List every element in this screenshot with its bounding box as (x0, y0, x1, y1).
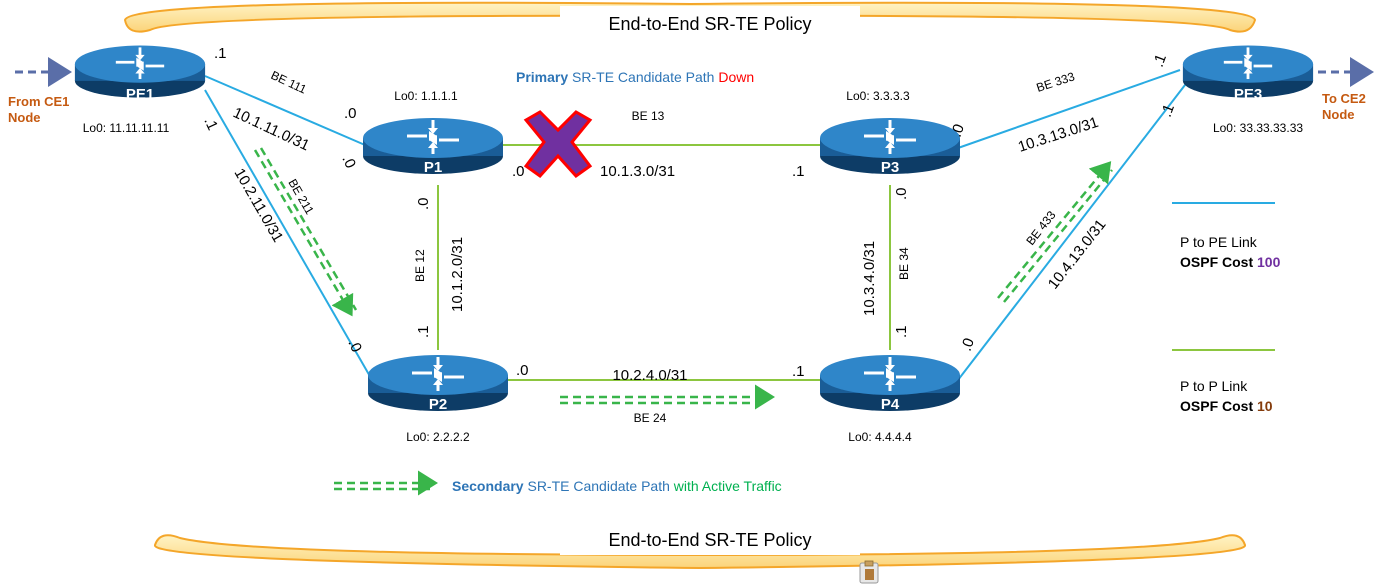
policy-label-bottom: End-to-End SR-TE Policy (608, 530, 811, 550)
legend-p-to-pe-cost-label: OSPF Cost (1180, 254, 1253, 270)
from-ce1-label-2: Node (8, 110, 41, 125)
net-p1-p2: 10.1.2.0/31 (449, 237, 466, 312)
be-34-label: BE 34 (897, 247, 911, 280)
suffix-pe1-top: .1 (214, 45, 227, 62)
loopback-p1: Lo0: 1.1.1.1 (394, 89, 458, 103)
suffix-p1-pe1: .0 (344, 105, 357, 122)
router-pe3-name: PE3 (1234, 86, 1262, 103)
suffix-p4-p3: .1 (893, 325, 910, 338)
legend-p-to-pe-cost: OSPF Cost 100 (1180, 254, 1281, 270)
net-p2-p4: 10.2.4.0/31 (612, 367, 687, 384)
suffix-p4-p2: .1 (792, 363, 805, 380)
to-ce2-label-2: Node (1322, 107, 1355, 122)
router-pe1-name: PE1 (126, 86, 154, 103)
policy-label-top-bg (560, 6, 860, 36)
suffix-p3-p4: .0 (893, 187, 910, 200)
suffix-p2-pe1: .0 (344, 337, 365, 356)
to-ce2-label-1: To CE2 (1322, 91, 1366, 106)
router-p2-name: P2 (429, 396, 447, 413)
be-111-label: BE 111 (269, 68, 309, 97)
net-pe1-p1: 10.1.11.0/31 (230, 104, 312, 154)
suffix-p2-p1: .1 (415, 325, 432, 338)
be-24-label: BE 24 (634, 411, 667, 425)
suffix-pe3-bottom: .1 (1158, 102, 1178, 120)
policy-arc-top (123, 1, 1257, 33)
policy-label-top: End-to-End SR-TE Policy (608, 14, 811, 34)
net-p1-p3: 10.1.3.0/31 (600, 163, 675, 180)
legend-p-to-pe: P to PE Link (1180, 234, 1258, 250)
suffix-p2-p4: .0 (516, 362, 529, 379)
router-p4-name: P4 (881, 396, 900, 413)
secondary-path-seg3 (997, 161, 1112, 299)
legend-p-to-p: P to P Link (1180, 378, 1248, 394)
link-pe1-p1[interactable] (204, 75, 366, 146)
secondary-path-seg3b (1003, 169, 1113, 303)
link-p3-pe3[interactable] (957, 69, 1181, 149)
primary-down: Down (718, 69, 754, 85)
secondary-desc: SR-TE Candidate Path (527, 478, 669, 494)
suffix-p1-pe1-b: .0 (338, 153, 359, 172)
from-ce1-label-1: From CE1 (8, 94, 69, 109)
primary-path-title: Primary SR-TE Candidate Path Down (516, 69, 754, 85)
loopback-p2: Lo0: 2.2.2.2 (406, 430, 470, 444)
secondary-active: with Active Traffic (673, 478, 782, 494)
loopback-pe3: Lo0: 33.33.33.33 (1213, 121, 1303, 135)
link-pe1-p2[interactable] (204, 89, 376, 386)
suffix-pe1-bottom: .1 (200, 115, 221, 134)
link-down-x-icon (523, 110, 593, 178)
net-p3-p4: 10.3.4.0/31 (861, 241, 878, 316)
secondary-word: Secondary (452, 478, 524, 494)
be-12-label: BE 12 (413, 249, 427, 282)
be-433-label: BE 433 (1023, 208, 1058, 248)
suffix-p1-p2: .0 (415, 197, 432, 210)
suffix-p3-p1: .1 (792, 163, 805, 180)
link-p4-pe3[interactable] (957, 84, 1186, 381)
net-pe1-p2: 10.2.11.0/31 (231, 166, 287, 246)
secondary-path-seg1 (253, 149, 354, 317)
suffix-p3-pe3: .0 (948, 122, 968, 140)
net-p3-pe3: 10.3.13.0/31 (1016, 114, 1101, 156)
legend-p-to-p-cost: OSPF Cost 10 (1180, 398, 1273, 414)
suffix-pe3-top: .1 (1150, 52, 1170, 70)
policy-label-bottom-bg (560, 525, 860, 555)
router-p3-name: P3 (881, 159, 899, 176)
be-13-label: BE 13 (632, 109, 665, 123)
primary-word: Primary (516, 69, 568, 85)
primary-desc: SR-TE Candidate Path (572, 69, 714, 85)
policy-arc-bottom (153, 534, 1247, 570)
router-p1-name: P1 (424, 159, 442, 176)
suffix-p4-pe3: .0 (958, 336, 978, 354)
secondary-path-seg1b (259, 147, 358, 311)
loopback-pe1: Lo0: 11.11.11.11 (83, 121, 170, 135)
secondary-path-legend: Secondary SR-TE Candidate Path with Acti… (452, 478, 782, 494)
legend-p-to-p-cost-value: 10 (1257, 398, 1273, 414)
loopback-p4: Lo0: 4.4.4.4 (848, 430, 912, 444)
be-333-label: BE 333 (1035, 69, 1077, 95)
legend-p-to-pe-cost-value: 100 (1257, 254, 1281, 270)
loopback-p3: Lo0: 3.3.3.3 (846, 89, 910, 103)
legend-p-to-p-cost-label: OSPF Cost (1180, 398, 1253, 414)
suffix-p1-p3: .0 (512, 163, 525, 180)
clipboard-icon[interactable] (859, 560, 879, 584)
